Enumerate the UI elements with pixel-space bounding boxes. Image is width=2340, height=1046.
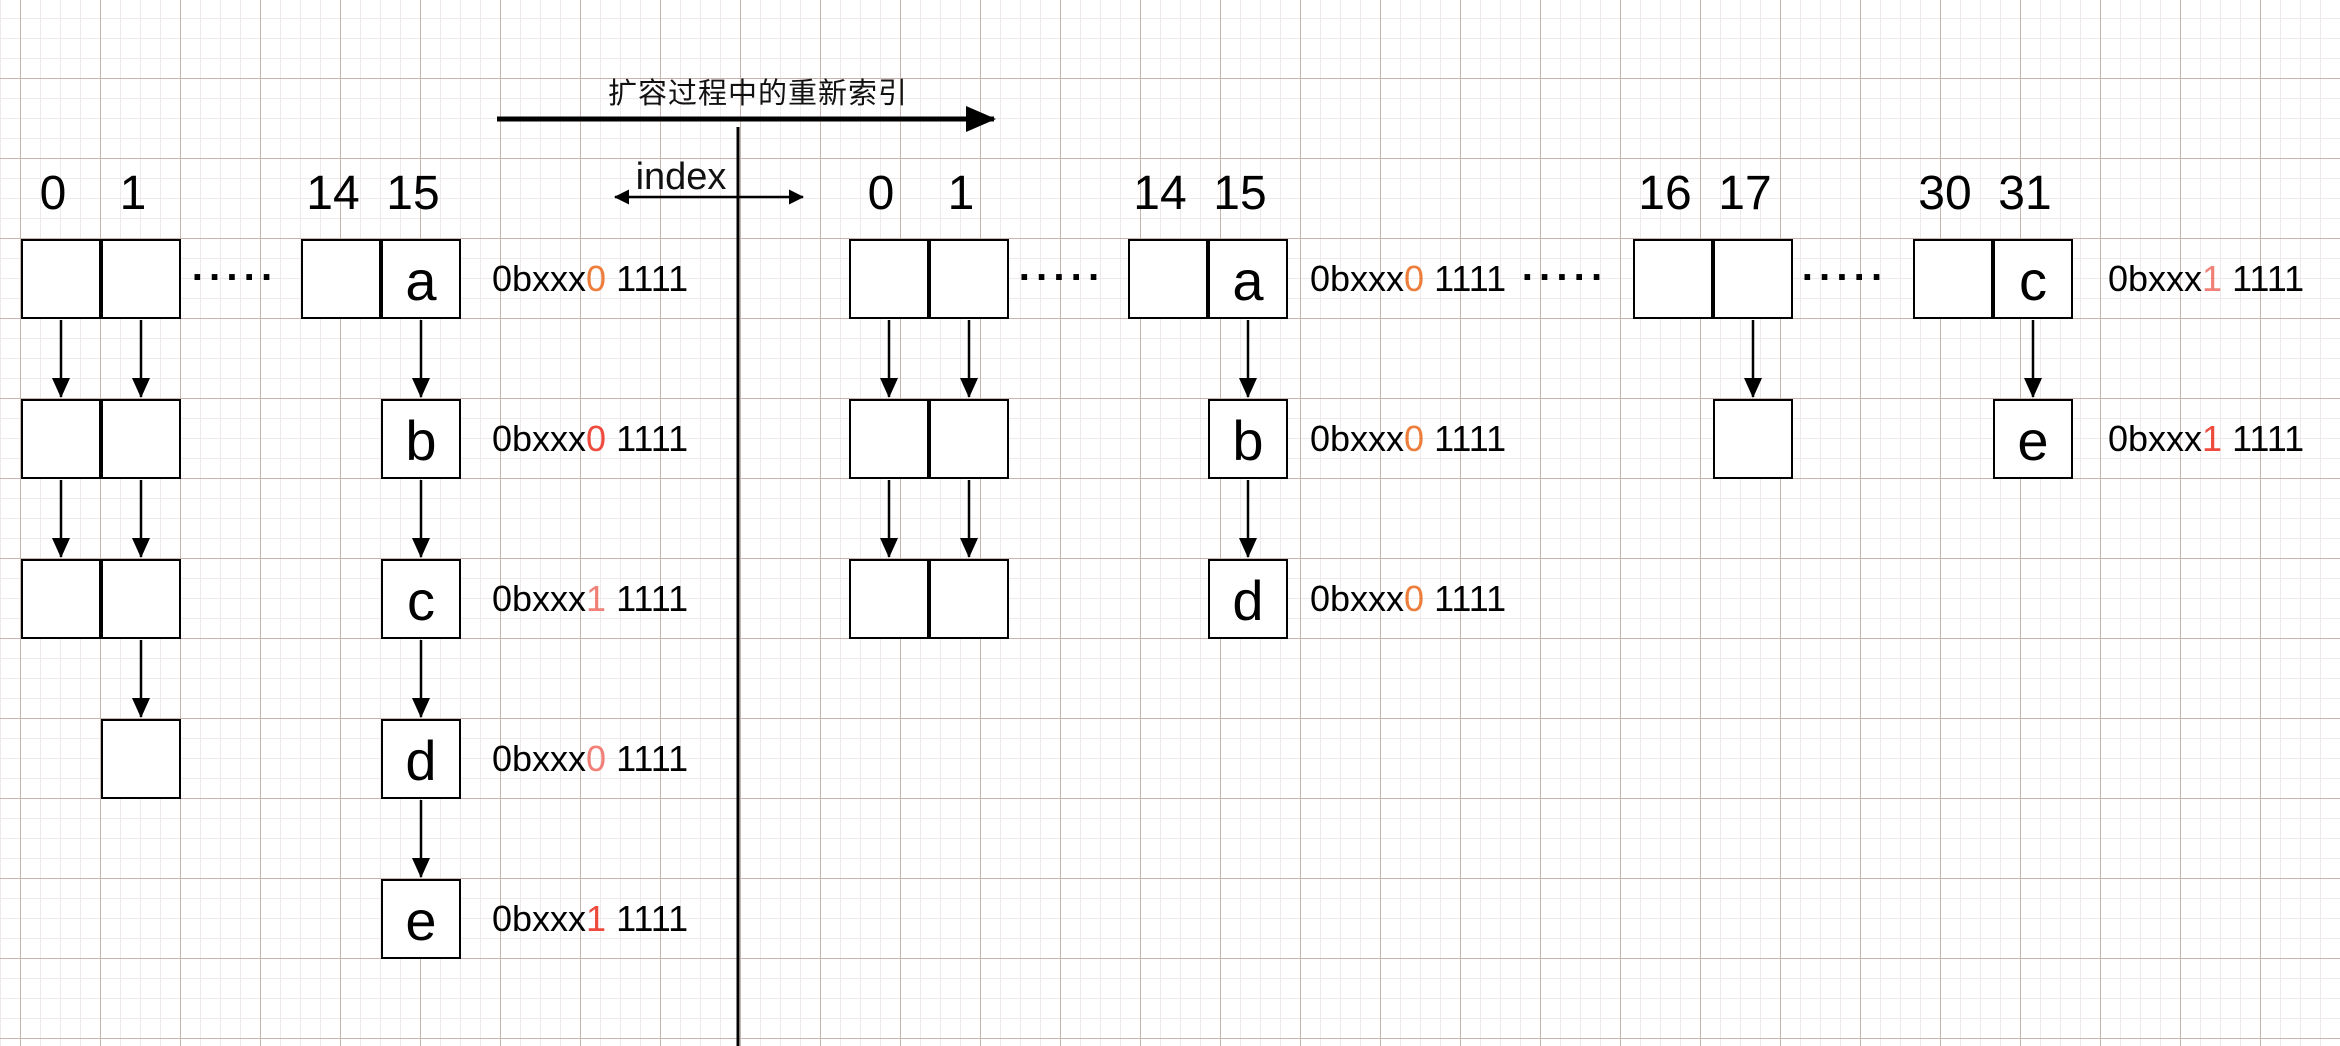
node-letter: e bbox=[405, 889, 437, 952]
bucket-index-header: 17 bbox=[1718, 167, 1772, 220]
node-box: e bbox=[1993, 399, 2073, 479]
chain-arrows-group bbox=[52, 320, 2042, 878]
bucket-cell bbox=[1713, 239, 1793, 319]
hash-prefix: 0bxxx bbox=[1310, 258, 1405, 299]
node-box bbox=[849, 559, 929, 639]
hash-highlight-bit: 0 bbox=[1404, 418, 1425, 459]
node-box bbox=[101, 559, 181, 639]
node-letter: a bbox=[1232, 249, 1264, 312]
hash-suffix: 1111 bbox=[1424, 578, 1507, 619]
bucket-cell bbox=[1128, 239, 1208, 319]
node-letter: a bbox=[405, 249, 437, 312]
ellipsis-dots: ····· bbox=[1521, 255, 1609, 300]
node-letter: b bbox=[1232, 409, 1264, 472]
hash-highlight-bit: 1 bbox=[586, 578, 607, 619]
node-box bbox=[1713, 399, 1793, 479]
bucket-cell bbox=[849, 239, 929, 319]
node-box bbox=[101, 719, 181, 799]
bucket-cell bbox=[21, 239, 101, 319]
node-letter: c bbox=[2019, 249, 2047, 312]
node-letter: d bbox=[405, 729, 437, 792]
node-letter: e bbox=[2017, 409, 2049, 472]
hash-suffix: 1111 bbox=[1424, 258, 1507, 299]
hash-highlight-bit: 0 bbox=[1404, 578, 1425, 619]
bucket-index-header: 16 bbox=[1638, 167, 1692, 220]
hash-suffix: 1111 bbox=[2222, 258, 2305, 299]
hash-prefix: 0bxxx bbox=[492, 258, 587, 299]
hash-highlight-bit: 1 bbox=[2202, 418, 2223, 459]
bucket-cell bbox=[1633, 239, 1713, 319]
node-box: d bbox=[1208, 559, 1288, 639]
bucket-index-header: 30 bbox=[1918, 167, 1972, 220]
node-box: b bbox=[1208, 399, 1288, 479]
hash-highlight-bit: 1 bbox=[586, 898, 607, 939]
node-letter: c bbox=[407, 569, 435, 632]
ellipsis-dots: ····· bbox=[1018, 255, 1106, 300]
hash-prefix: 0bxxx bbox=[492, 898, 587, 939]
bucket-index-header: 0 bbox=[867, 167, 895, 220]
hash-prefix: 0bxxx bbox=[492, 578, 587, 619]
bucket-index-header: 31 bbox=[1998, 167, 2052, 220]
hash-prefix: 0bxxx bbox=[492, 738, 587, 779]
hash-highlight-bit: 0 bbox=[586, 738, 607, 779]
node-box: c bbox=[381, 559, 461, 639]
hash-highlight-bit: 0 bbox=[586, 258, 607, 299]
bucket-cell bbox=[929, 239, 1009, 319]
hash-prefix: 0bxxx bbox=[492, 418, 587, 459]
node-box bbox=[101, 399, 181, 479]
node-box bbox=[929, 559, 1009, 639]
bucket-index-header: 0 bbox=[39, 167, 67, 220]
node-letter: b bbox=[405, 409, 437, 472]
bucket-index-header: 14 bbox=[1133, 167, 1187, 220]
bucket-cell: a bbox=[1208, 239, 1288, 319]
hash-suffix: 1111 bbox=[2222, 418, 2305, 459]
hash-highlight-bit: 1 bbox=[2202, 258, 2223, 299]
hash-prefix: 0bxxx bbox=[1310, 578, 1405, 619]
resize-title: 扩容过程中的重新索引 bbox=[607, 78, 909, 110]
hash-suffix: 1111 bbox=[606, 418, 689, 459]
bucket-cell bbox=[301, 239, 381, 319]
hash-highlight-bit: 0 bbox=[1404, 258, 1425, 299]
bucket-cell: a bbox=[381, 239, 461, 319]
hash-prefix: 0bxxx bbox=[2108, 418, 2203, 459]
ellipsis-dots: ····· bbox=[191, 255, 279, 300]
bucket-index-header: 15 bbox=[1213, 167, 1267, 220]
bucket-index-header: 1 bbox=[119, 167, 147, 220]
bucket-index-header: 1 bbox=[947, 167, 975, 220]
bucket-cell bbox=[1913, 239, 1993, 319]
bucket-cell bbox=[101, 239, 181, 319]
node-box bbox=[849, 399, 929, 479]
node-box bbox=[21, 559, 101, 639]
hash-prefix: 0bxxx bbox=[1310, 418, 1405, 459]
node-box: e bbox=[381, 879, 461, 959]
ellipsis-dots: ····· bbox=[1801, 255, 1889, 300]
node-box bbox=[21, 399, 101, 479]
hash-prefix: 0bxxx bbox=[2108, 258, 2203, 299]
node-box: d bbox=[381, 719, 461, 799]
hash-suffix: 1111 bbox=[606, 898, 689, 939]
hash-suffix: 1111 bbox=[606, 258, 689, 299]
bucket-cell: c bbox=[1993, 239, 2073, 319]
bucket-index-header: 15 bbox=[386, 167, 440, 220]
hash-suffix: 1111 bbox=[606, 738, 689, 779]
node-box: b bbox=[381, 399, 461, 479]
hash-suffix: 1111 bbox=[1424, 418, 1507, 459]
node-box bbox=[929, 399, 1009, 479]
hash-suffix: 1111 bbox=[606, 578, 689, 619]
node-letter: d bbox=[1232, 569, 1264, 632]
hash-highlight-bit: 0 bbox=[586, 418, 607, 459]
bucket-index-header: 14 bbox=[306, 167, 360, 220]
